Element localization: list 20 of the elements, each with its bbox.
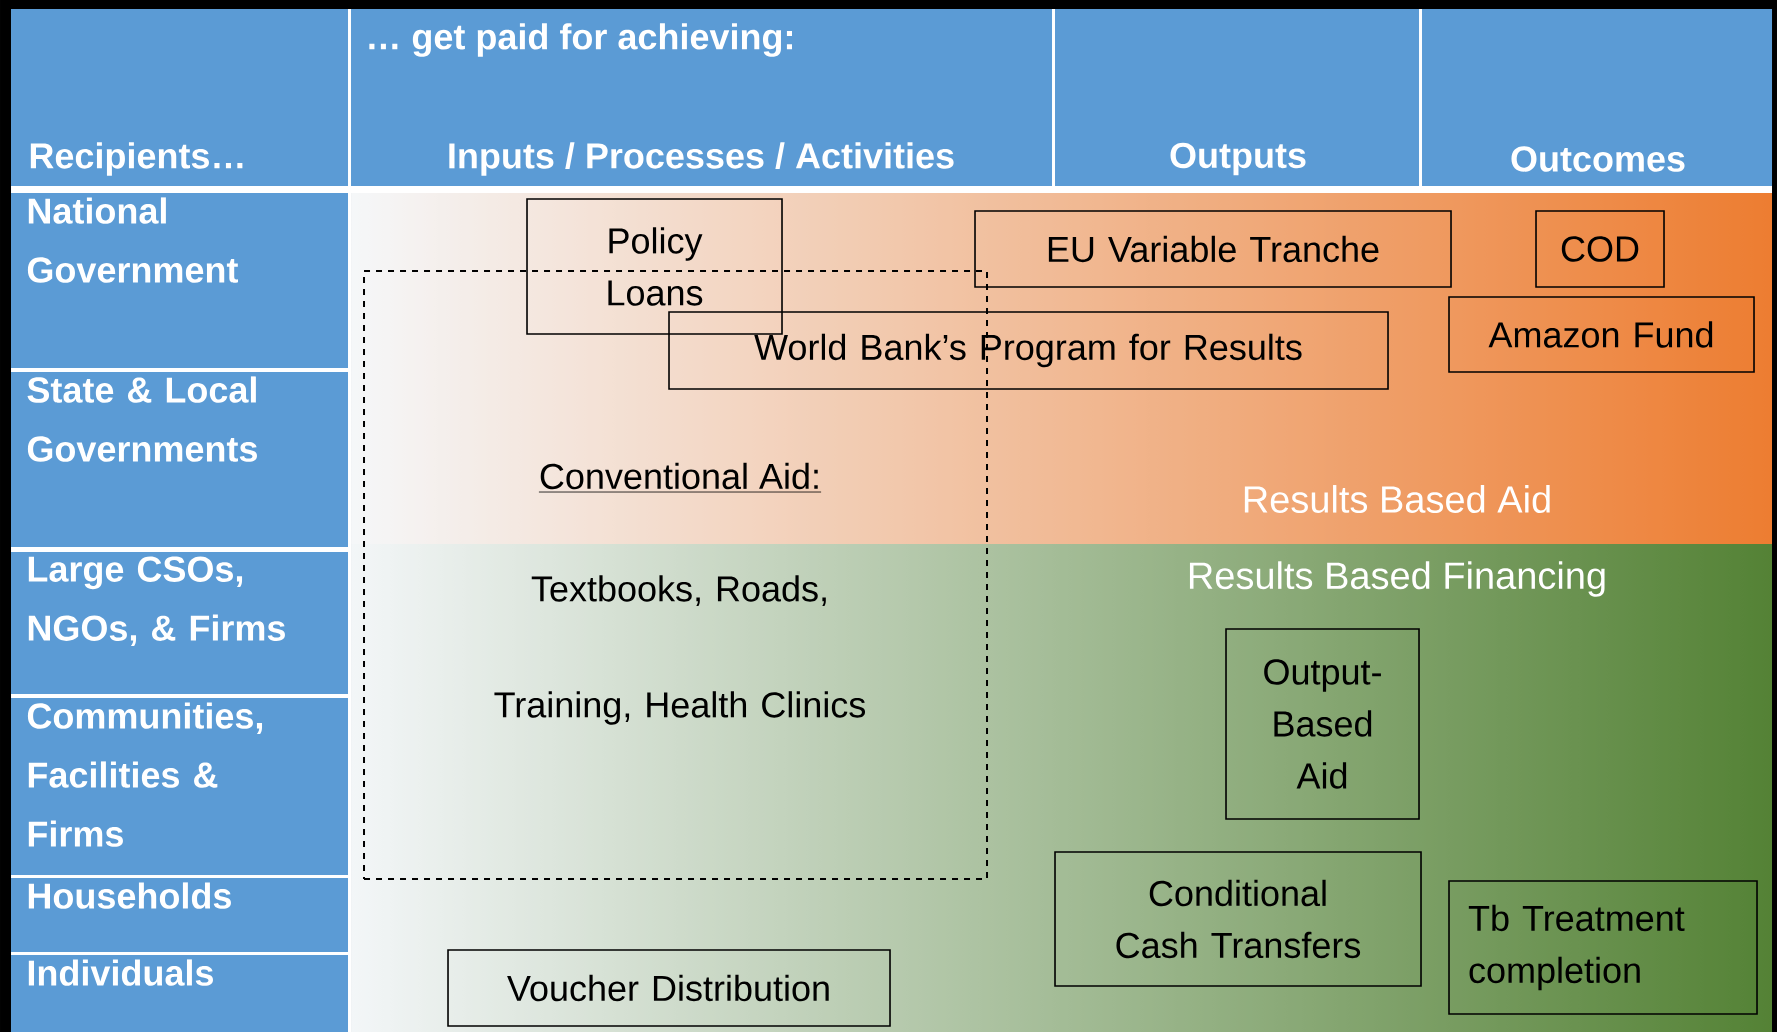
text-box: Amazon Fund bbox=[1448, 296, 1755, 373]
row-header-cell: Individuals bbox=[11, 955, 348, 1032]
row-header-cell: Large CSOs, NGOs, & Firms bbox=[11, 552, 348, 694]
header-cell: Recipients… bbox=[11, 9, 348, 186]
text-box: COD bbox=[1535, 210, 1665, 288]
text-box: Tb Treatment completion bbox=[1448, 880, 1758, 1015]
header-cell: Outputs bbox=[1055, 9, 1419, 186]
header-cell: Outcomes bbox=[1422, 9, 1772, 186]
band-label: Results Based Aid bbox=[1244, 485, 1550, 513]
row-header-cell: State & Local Governments bbox=[11, 372, 348, 547]
text-box: Conditional Cash Transfers bbox=[1054, 851, 1422, 987]
text-box: EU Variable Tranche bbox=[974, 210, 1452, 288]
row-header-cell: Households bbox=[11, 878, 348, 952]
row-header-cell: Communities, Facilities & Firms bbox=[11, 698, 348, 875]
text-box: Output-Based Aid bbox=[1225, 628, 1420, 820]
row-header-cell: National Government bbox=[11, 193, 348, 368]
text-box: Policy Loans bbox=[526, 198, 783, 335]
text-box: World Bank’s Program for Results bbox=[668, 311, 1389, 390]
text-box: Voucher Distribution bbox=[447, 949, 891, 1027]
header-cell: … get paid for achieving: Inputs / Processes / Activities bbox=[351, 9, 1052, 186]
